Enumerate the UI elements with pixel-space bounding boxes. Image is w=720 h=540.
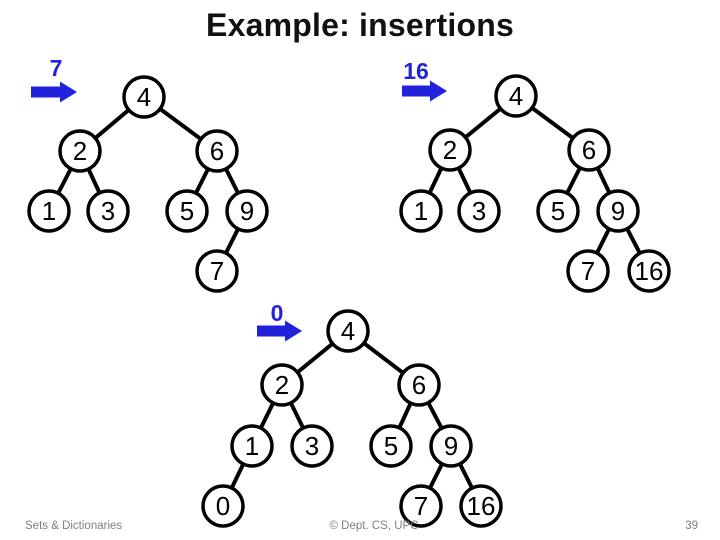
tree-node-value: 9 — [611, 196, 625, 226]
tree-node-9 — [225, 189, 269, 233]
tree-node-1 — [399, 189, 443, 233]
tree-node-6 — [397, 363, 441, 407]
tree-node-16 — [627, 249, 671, 293]
tree-node-value: 3 — [472, 196, 486, 226]
tree-node-3 — [290, 424, 334, 468]
tree-node-value: 9 — [444, 431, 458, 461]
insert-arrow-icon — [402, 80, 447, 102]
tree-node-value: 7 — [414, 491, 428, 521]
tree-node-value: 6 — [412, 370, 426, 400]
tree-node-value: 16 — [467, 491, 496, 521]
tree-node-5 — [369, 424, 413, 468]
tree-node-6 — [567, 128, 611, 172]
tree-node-value: 7 — [581, 256, 595, 286]
tree-node-value: 6 — [210, 136, 224, 166]
tree-node-2 — [428, 128, 472, 172]
tree-node-1 — [27, 189, 71, 233]
tree-node-value: 5 — [384, 431, 398, 461]
tree-node-value: 4 — [509, 81, 523, 111]
tree-node-value: 1 — [414, 196, 428, 226]
insert-value-label: 7 — [50, 55, 63, 81]
footer-page-number: 39 — [685, 519, 698, 532]
tree-node-value: 16 — [635, 256, 664, 286]
tree-node-value: 1 — [42, 196, 56, 226]
tree-node-7 — [566, 249, 610, 293]
tree-node-value: 3 — [101, 196, 115, 226]
insert-arrow-icon — [257, 320, 302, 342]
tree-node-value: 0 — [216, 491, 230, 521]
tree-node-2 — [58, 129, 102, 173]
tree-node-3 — [86, 189, 130, 233]
tree-node-value: 5 — [551, 196, 565, 226]
tree-node-4 — [494, 74, 538, 118]
tree-node-value: 4 — [137, 82, 151, 112]
tree-node-6 — [195, 129, 239, 173]
tree-node-value: 6 — [582, 135, 596, 165]
tree-node-2 — [260, 363, 304, 407]
tree-node-value: 3 — [305, 431, 319, 461]
footer-copyright: © Dept. CS, UPC — [329, 519, 419, 532]
tree-node-value: 2 — [275, 370, 289, 400]
tree-node-value: 1 — [245, 431, 259, 461]
tree-node-value: 4 — [341, 316, 355, 346]
insert-arrow-icon — [31, 81, 77, 103]
tree-node-9 — [429, 424, 473, 468]
insert-value-label: 0 — [271, 300, 284, 326]
bst-after-insert-16: 4 2 6 1 3 5 97 16 16 — [399, 58, 671, 293]
tree-node-7 — [399, 484, 443, 528]
tree-node-value: 2 — [73, 136, 87, 166]
insert-value-label: 16 — [403, 58, 429, 84]
tree-node-value: 5 — [180, 196, 194, 226]
tree-node-3 — [457, 189, 501, 233]
footer-course-name: Sets & Dictionaries — [25, 519, 123, 532]
tree-node-5 — [536, 189, 580, 233]
tree-node-value: 7 — [210, 256, 224, 286]
tree-node-7 — [195, 249, 239, 293]
tree-node-value: 2 — [443, 135, 457, 165]
tree-node-0 — [201, 484, 245, 528]
tree-node-1 — [230, 424, 274, 468]
tree-node-value: 9 — [240, 196, 254, 226]
bst-after-insert-0: 4 2 6 1 3 5 9 0 7 16 0 — [201, 300, 503, 528]
tree-node-16 — [459, 484, 503, 528]
tree-node-4 — [326, 309, 370, 353]
tree-node-5 — [165, 189, 209, 233]
tree-node-4 — [122, 75, 166, 119]
slide-title: Example: insertions — [206, 7, 514, 43]
tree-node-9 — [596, 189, 640, 233]
